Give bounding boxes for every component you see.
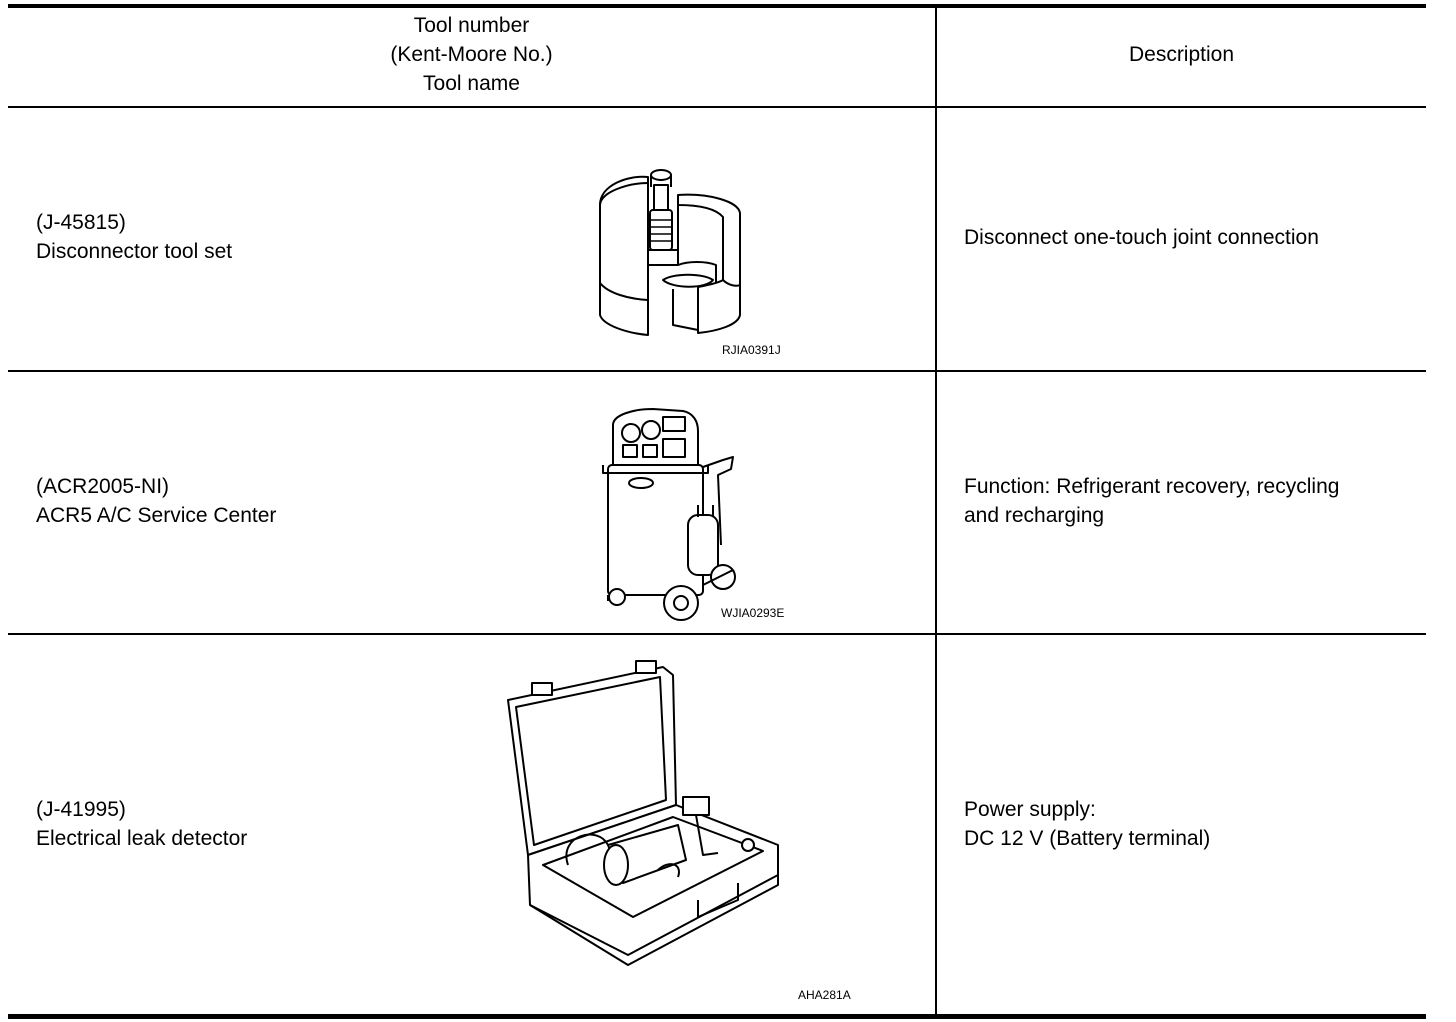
row-1-tool: (J-45815) Disconnector tool set [36,208,232,266]
description-line: DC 12 V (Battery terminal) [964,827,1211,850]
tool-number: (J-41995) [36,798,126,821]
leak-detector-case-illustration [507,660,779,966]
row-2-tool: (ACR2005-NI) ACR5 A/C Service Center [36,472,276,530]
tool-header-line-3: Tool name [423,72,520,95]
description-line: and recharging [964,504,1105,527]
row-2-description: Function: Refrigerant recovery, recyclin… [964,472,1339,530]
description-line: Disconnect one-touch joint connection [964,226,1319,249]
description-column-header: Description [1128,43,1235,66]
tool-header-line-1: Tool number [413,14,530,37]
tool-name: ACR5 A/C Service Center [36,504,277,527]
row-3-description: Power supply: DC 12 V (Battery terminal) [964,795,1210,853]
row-3-tool: (J-41995) Electrical leak detector [36,795,247,853]
description-line: Function: Refrigerant recovery, recyclin… [964,475,1340,498]
image-code: WJIA0293E [721,606,785,620]
ac-service-center-illustration [602,408,736,621]
tool-number: (ACR2005-NI) [36,475,170,498]
row-1-description: Disconnect one-touch joint connection [964,223,1319,252]
row-divider-2 [8,633,1426,635]
tool-number: (J-45815) [36,211,126,234]
table-top-border [8,4,1426,8]
column-divider [935,8,937,1014]
row-divider-1 [8,370,1426,372]
disconnector-tool-illustration [599,169,741,336]
tool-header-line-2: (Kent-Moore No.) [390,43,553,66]
table-bottom-border [8,1014,1426,1019]
special-service-tools-table: Tool number (Kent-Moore No.) Tool name D… [8,0,1426,1022]
header-divider [8,106,1426,108]
description-line: Power supply: [964,798,1096,821]
image-code: RJIA0391J [722,343,781,357]
tool-name: Disconnector tool set [36,240,233,263]
tool-column-header: Tool number (Kent-Moore No.) Tool name [8,11,935,98]
image-code: AHA281A [798,988,851,1002]
tool-name: Electrical leak detector [36,827,248,850]
